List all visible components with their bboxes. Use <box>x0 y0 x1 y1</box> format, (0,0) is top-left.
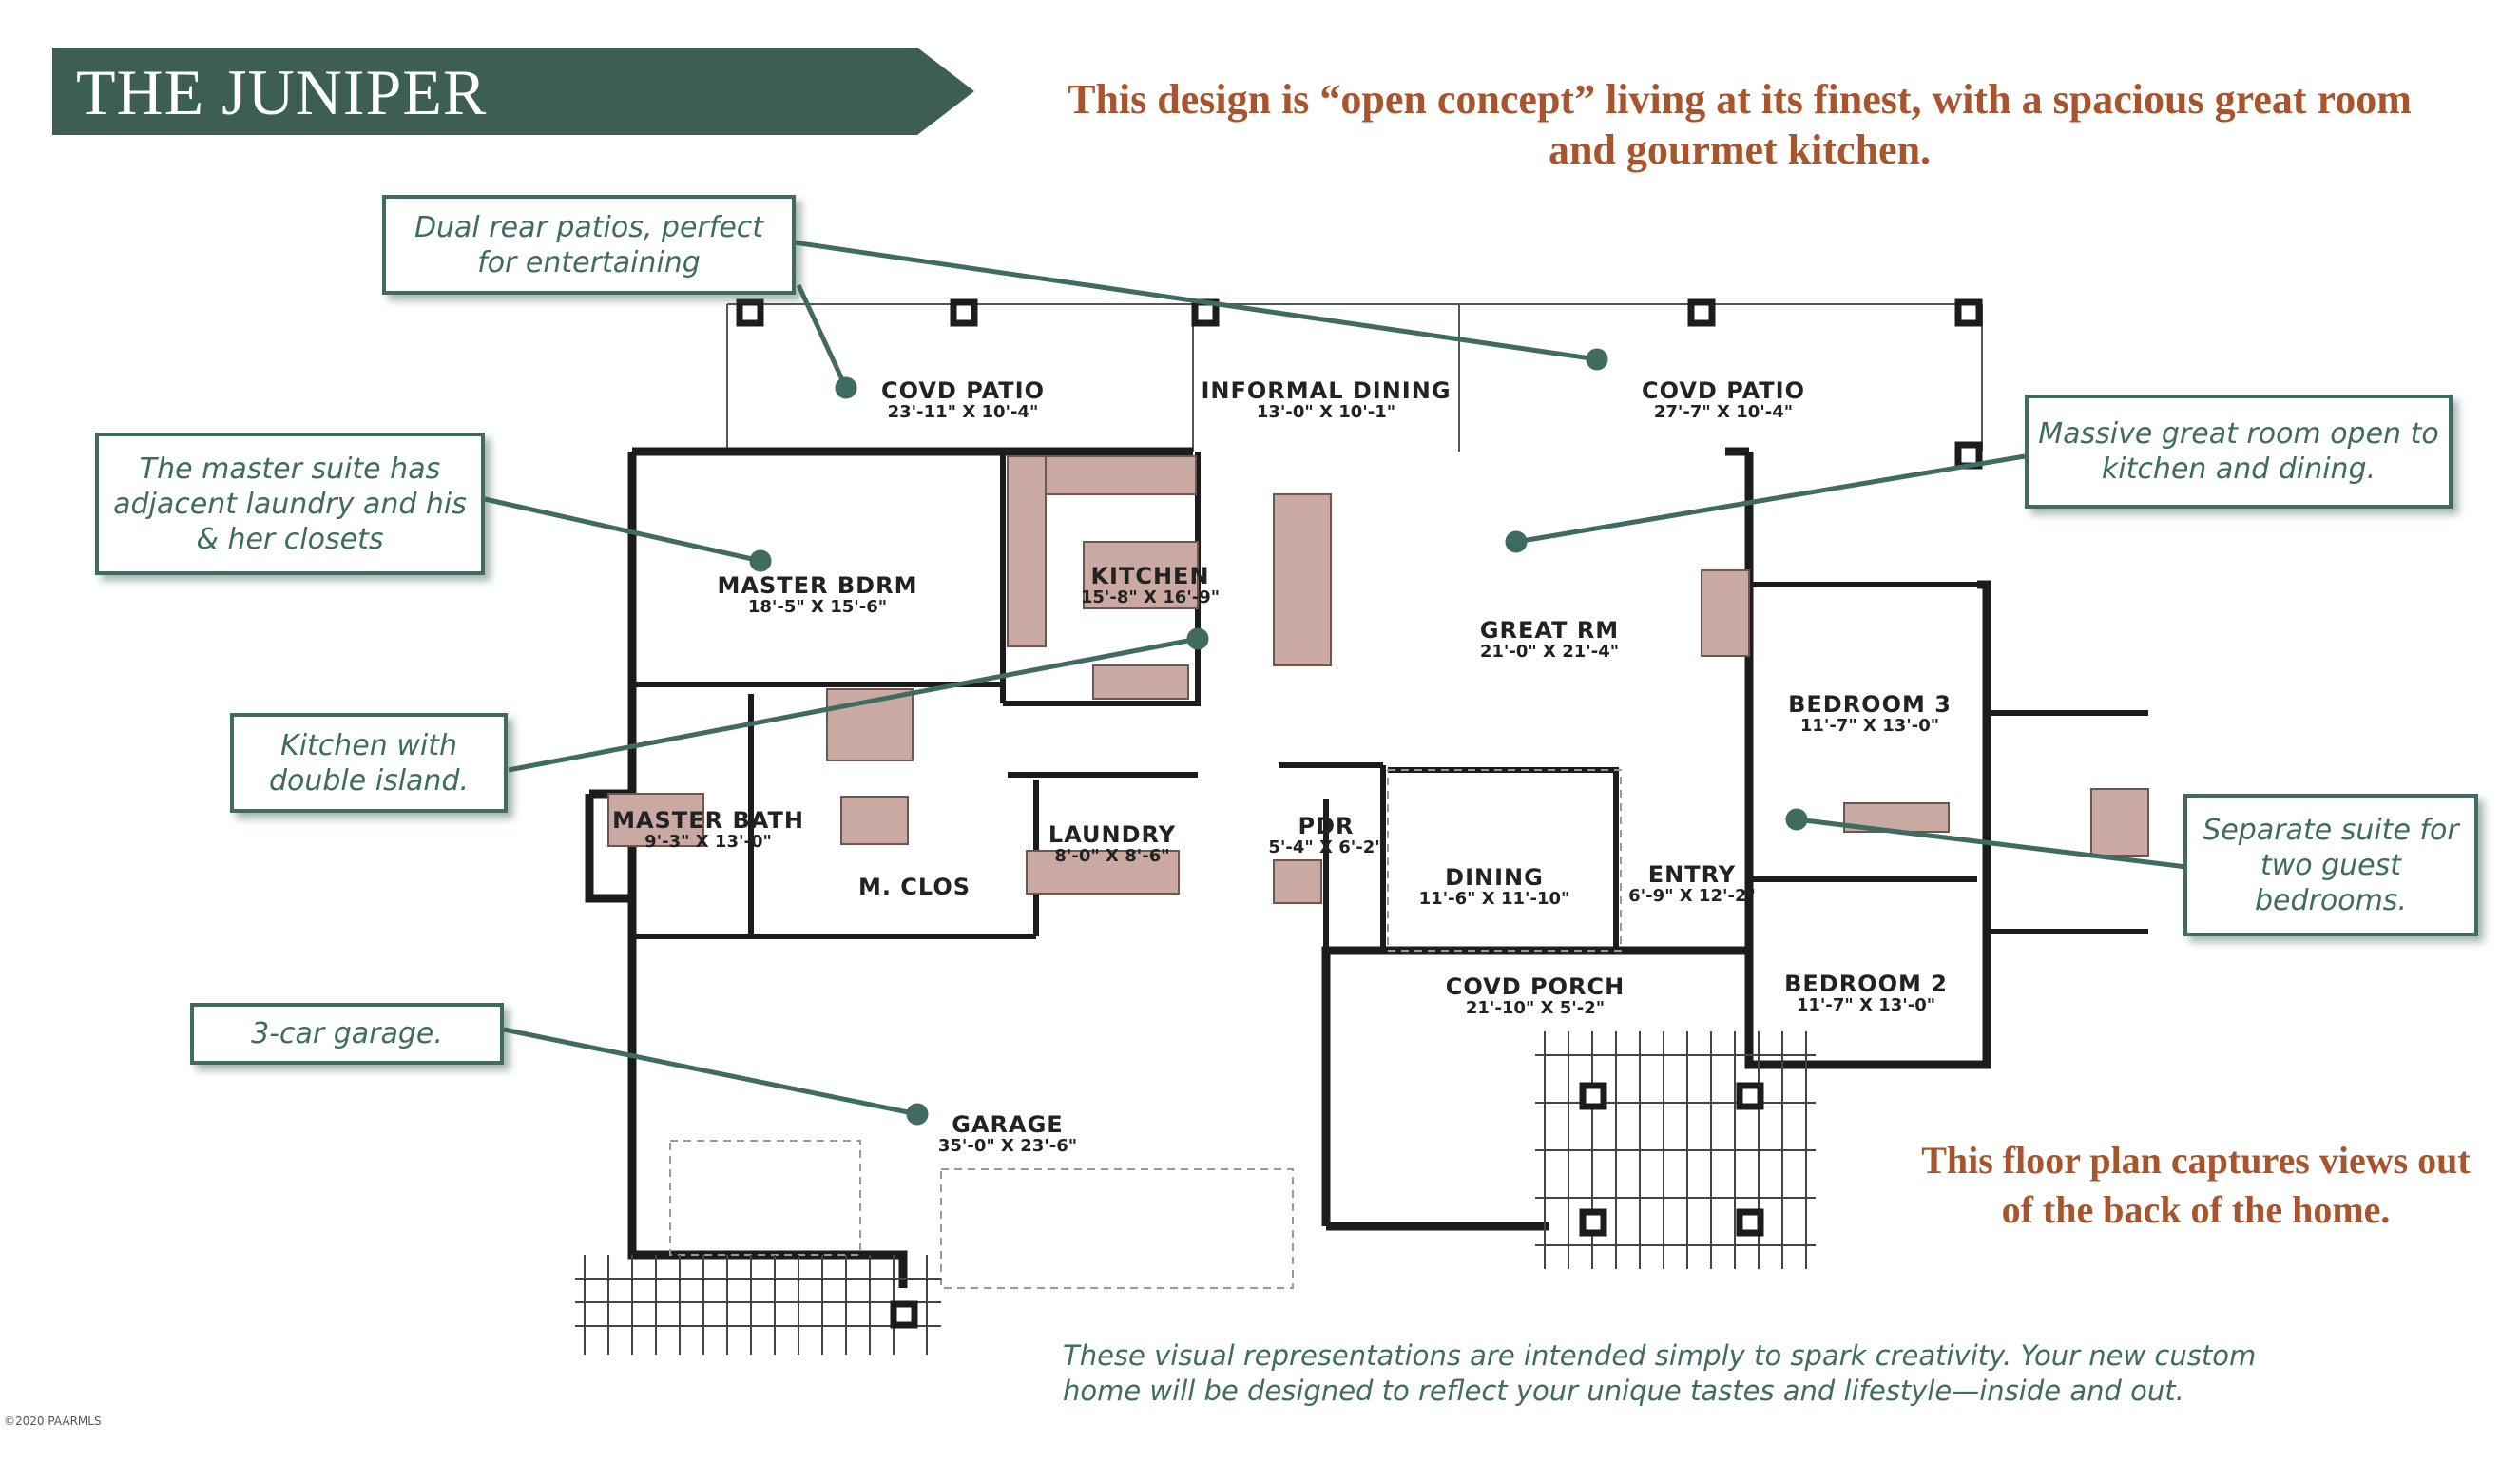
room-entry: ENTRY 6'-9" X 12'-2" <box>1628 862 1756 906</box>
copyright-notice: ©2020 PAARMLS <box>4 1415 102 1428</box>
room-pdr: PDR 5'-4" X 6'-2" <box>1268 814 1383 857</box>
room-name: COVD PATIO <box>880 377 1046 404</box>
room-garage: GARAGE 35'-0" X 23'-6" <box>938 1112 1077 1156</box>
room-dims: 11'-6" X 11'-10" <box>1418 889 1570 909</box>
room-dims: 11'-7" X 13'-0" <box>1796 995 1936 1015</box>
room-bedroom-2: BEDROOM 2 11'-7" X 13'-0" <box>1784 972 1948 1015</box>
room-dims: 23'-11" X 10'-4" <box>887 402 1039 422</box>
room-dims: 18'-5" X 15'-6" <box>747 597 888 617</box>
leader-lines <box>484 240 2187 1126</box>
room-name: M. CLOS <box>857 874 971 900</box>
room-dims: 9'-3" X 13'-0" <box>644 832 772 852</box>
room-name: DINING <box>1445 864 1544 891</box>
room-name: KITCHEN <box>1090 563 1210 589</box>
room-name: MASTER BATH <box>612 807 804 834</box>
room-dims: 13'-0" X 10'-1" <box>1256 402 1396 422</box>
room-bedroom-3: BEDROOM 3 11'-7" X 13'-0" <box>1788 692 1952 736</box>
room-name: ENTRY <box>1647 861 1737 888</box>
porch-posts <box>890 1082 1764 1329</box>
room-great-rm: GREAT RM 21'-0" X 21'-4" <box>1480 618 1619 662</box>
room-m-clos: M. CLOS <box>858 875 971 899</box>
room-covd-patio-left: COVD PATIO 23'-11" X 10'-4" <box>881 378 1045 422</box>
callout-garage: 3-car garage. <box>190 1003 504 1065</box>
room-dims: 21'-10" X 5'-2" <box>1465 998 1606 1018</box>
room-kitchen: KITCHEN 15'-8" X 16'-9" <box>1081 564 1220 607</box>
page-title: THE JUNIPER <box>76 56 488 128</box>
room-name: INFORMAL DINING <box>1201 377 1452 404</box>
kitchen-cabinets <box>1007 455 1332 700</box>
patio-posts <box>736 298 1983 470</box>
title-banner <box>52 48 974 135</box>
room-dims: 5'-4" X 6'-2" <box>1268 837 1384 857</box>
callout-patios: Dual rear patios, perfect for entertaini… <box>382 195 796 295</box>
room-dims: 15'-8" X 16'-9" <box>1080 587 1221 607</box>
room-dims: 27'-7" X 10'-4" <box>1653 402 1794 422</box>
room-name: GARAGE <box>952 1111 1064 1138</box>
room-dims: 35'-0" X 23'-6" <box>937 1136 1078 1156</box>
garage-outline <box>669 769 1622 1289</box>
room-covd-porch: COVD PORCH 21'-10" X 5'-2" <box>1446 974 1625 1018</box>
room-dims: 8'-0" X 8'-6" <box>1054 846 1170 866</box>
room-name: GREAT RM <box>1479 617 1620 644</box>
room-dims: 21'-0" X 21'-4" <box>1479 642 1620 662</box>
room-informal-dining: INFORMAL DINING 13'-0" X 10'-1" <box>1201 378 1451 422</box>
room-laundry: LAUNDRY 8'-0" X 8'-6" <box>1048 822 1176 866</box>
room-dining: DINING 11'-6" X 11'-10" <box>1419 865 1570 909</box>
callout-great-room: Massive great room open to kitchen and d… <box>2025 395 2453 509</box>
room-master-bath: MASTER BATH 9'-3" X 13'-0" <box>612 808 804 852</box>
room-dims: 6'-9" X 12'-2" <box>1628 886 1756 906</box>
room-covd-patio-right: COVD PATIO 27'-7" X 10'-4" <box>1642 378 1805 422</box>
room-master-bdrm: MASTER BDRM 18'-5" X 15'-6" <box>718 573 918 617</box>
room-name: BEDROOM 2 <box>1784 971 1948 997</box>
room-name: PDR <box>1298 813 1355 839</box>
room-name: COVD PORCH <box>1445 973 1625 1000</box>
room-name: BEDROOM 3 <box>1788 691 1952 718</box>
headline: This design is “open concept” living at … <box>1068 76 2412 173</box>
tagline: This floor plan captures views out of th… <box>1921 1139 2471 1231</box>
room-name: COVD PATIO <box>1641 377 1806 404</box>
room-dims: 11'-7" X 13'-0" <box>1799 716 1940 736</box>
callout-master-suite: The master suite has adjacent laundry an… <box>95 433 485 575</box>
patio-outline <box>726 303 1983 452</box>
disclaimer: These visual representations are intende… <box>1063 1339 2257 1407</box>
callout-guest-suite: Separate suite for two guest bedrooms. <box>2183 794 2478 936</box>
room-name: LAUNDRY <box>1048 821 1177 848</box>
room-name: MASTER BDRM <box>717 572 918 599</box>
bath-fixtures <box>607 569 2149 904</box>
callout-kitchen: Kitchen with double island. <box>230 713 508 813</box>
